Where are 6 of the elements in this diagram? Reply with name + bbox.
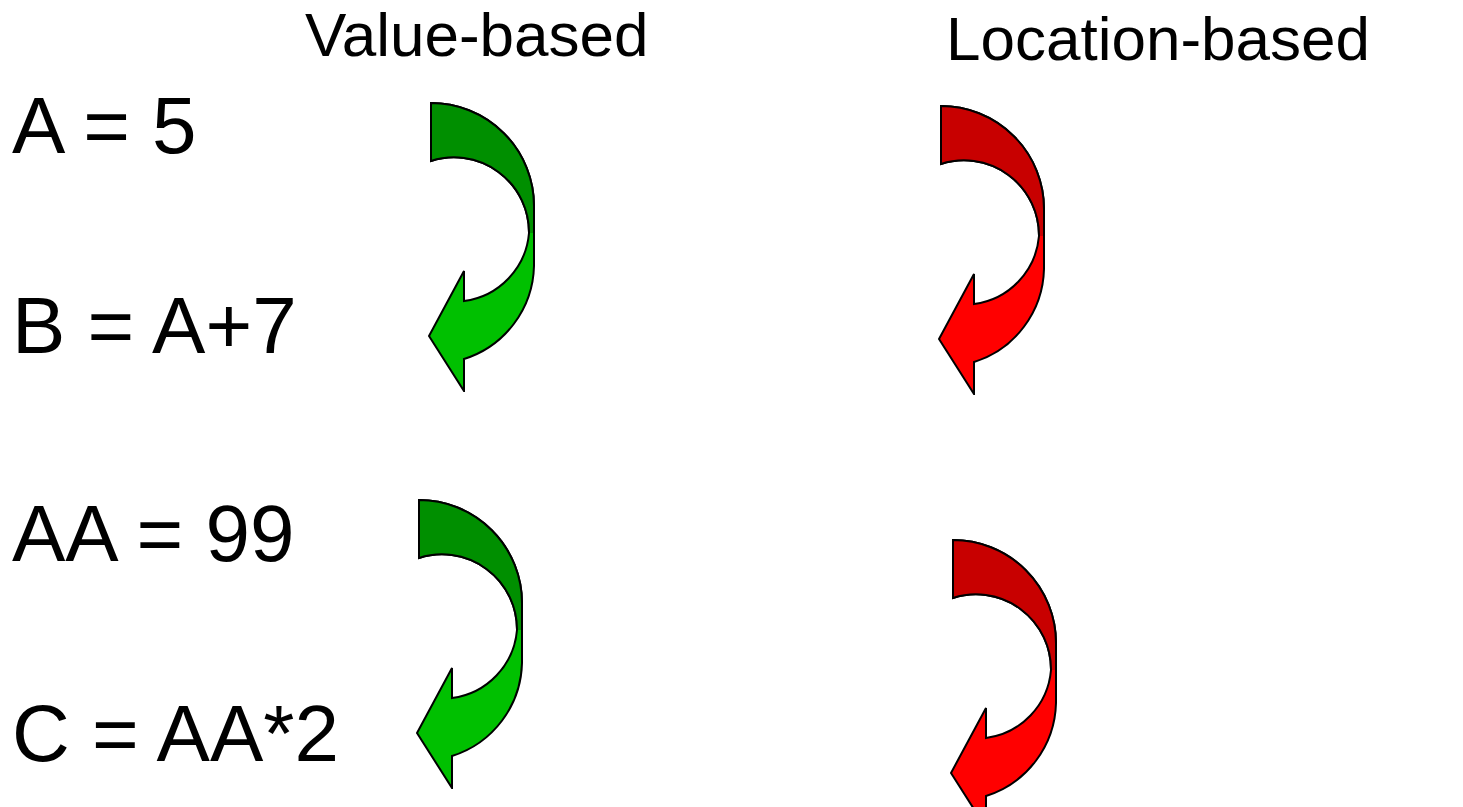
- statement-text: AA = 99: [12, 494, 295, 574]
- column-heading: Location-based: [946, 8, 1370, 70]
- statement-text: C = AA*2: [12, 694, 339, 774]
- column-heading: Value-based: [305, 4, 649, 66]
- statement-text: A = 5: [12, 86, 197, 166]
- statement-text: B = A+7: [12, 286, 297, 366]
